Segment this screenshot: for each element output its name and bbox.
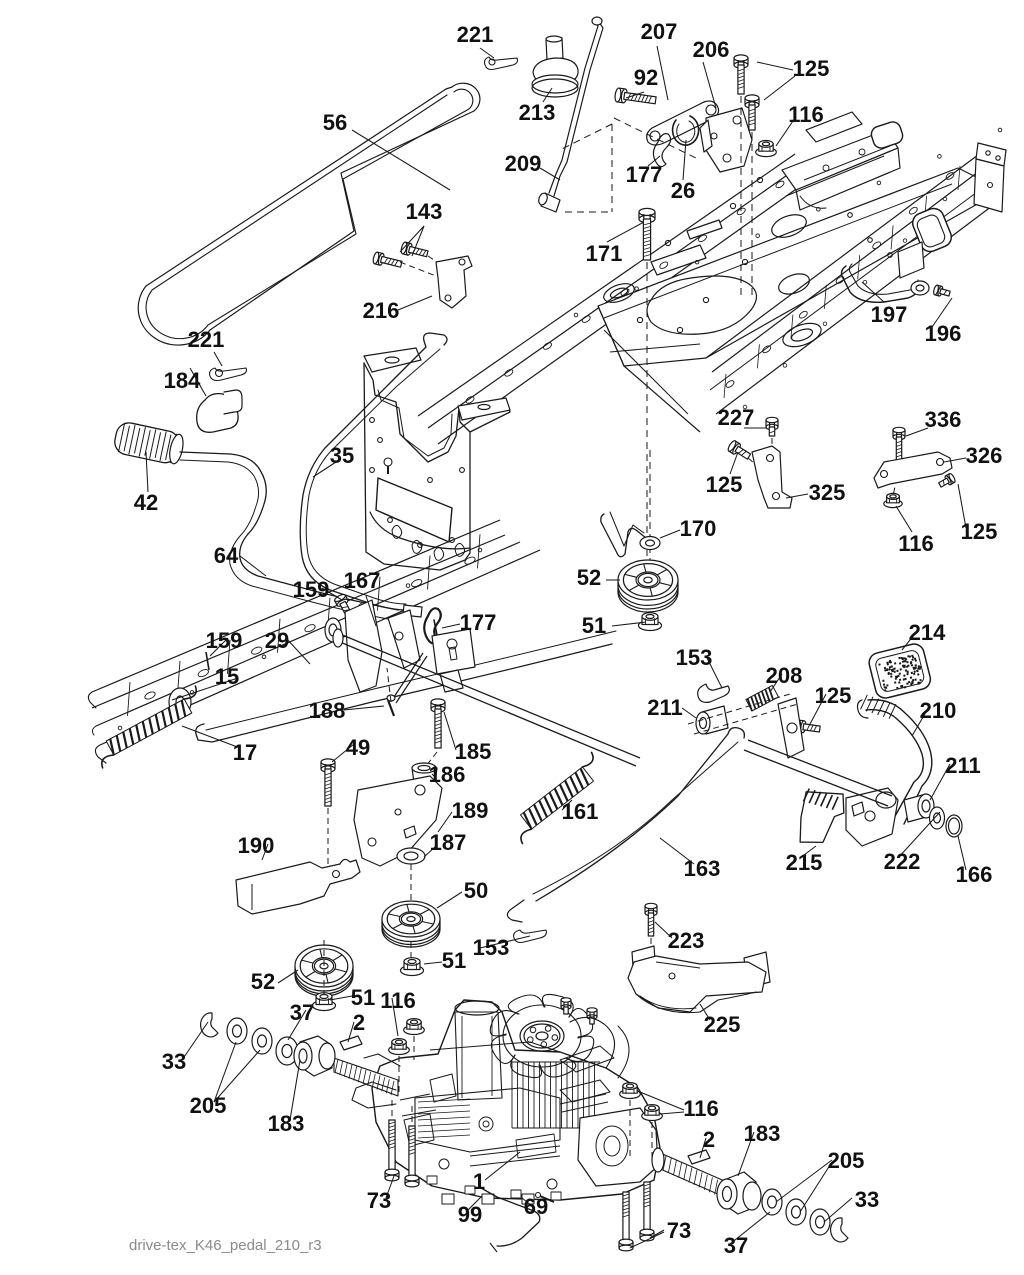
svg-text:drive-tex_K46_pedal_210_r3: drive-tex_K46_pedal_210_r3 bbox=[129, 1237, 322, 1254]
svg-text:99: 99 bbox=[458, 1202, 482, 1227]
svg-text:2: 2 bbox=[703, 1127, 715, 1152]
svg-text:49: 49 bbox=[346, 735, 370, 760]
svg-text:163: 163 bbox=[684, 856, 721, 881]
svg-text:166: 166 bbox=[956, 862, 993, 887]
svg-text:73: 73 bbox=[667, 1218, 691, 1243]
svg-text:125: 125 bbox=[706, 472, 743, 497]
svg-text:223: 223 bbox=[668, 928, 705, 953]
svg-text:159: 159 bbox=[206, 628, 243, 653]
svg-text:170: 170 bbox=[680, 516, 717, 541]
svg-text:33: 33 bbox=[855, 1187, 879, 1212]
svg-text:185: 185 bbox=[455, 739, 492, 764]
svg-text:222: 222 bbox=[884, 849, 921, 874]
svg-text:221: 221 bbox=[457, 22, 494, 47]
svg-text:208: 208 bbox=[766, 663, 803, 688]
svg-text:125: 125 bbox=[961, 519, 998, 544]
svg-text:196: 196 bbox=[925, 321, 962, 346]
svg-text:183: 183 bbox=[744, 1121, 781, 1146]
svg-text:33: 33 bbox=[162, 1049, 186, 1074]
svg-text:52: 52 bbox=[251, 969, 275, 994]
svg-text:153: 153 bbox=[676, 645, 713, 670]
svg-text:51: 51 bbox=[351, 985, 375, 1010]
svg-text:2: 2 bbox=[353, 1010, 365, 1035]
svg-text:125: 125 bbox=[793, 56, 830, 81]
svg-text:51: 51 bbox=[442, 948, 466, 973]
svg-text:227: 227 bbox=[718, 405, 755, 430]
svg-text:29: 29 bbox=[265, 628, 289, 653]
svg-text:336: 336 bbox=[925, 407, 962, 432]
svg-text:37: 37 bbox=[724, 1233, 748, 1258]
svg-text:153: 153 bbox=[473, 935, 510, 960]
svg-text:197: 197 bbox=[871, 302, 908, 327]
svg-text:1: 1 bbox=[473, 1169, 485, 1194]
svg-text:177: 177 bbox=[626, 162, 663, 187]
svg-text:186: 186 bbox=[429, 762, 466, 787]
svg-text:15: 15 bbox=[215, 664, 239, 689]
svg-text:207: 207 bbox=[641, 19, 678, 44]
svg-text:211: 211 bbox=[647, 695, 683, 720]
svg-text:171: 171 bbox=[586, 241, 623, 266]
svg-text:51: 51 bbox=[582, 613, 606, 638]
svg-text:189: 189 bbox=[452, 798, 489, 823]
svg-text:92: 92 bbox=[634, 65, 658, 90]
svg-text:143: 143 bbox=[406, 199, 443, 224]
svg-text:116: 116 bbox=[683, 1096, 719, 1121]
svg-text:325: 325 bbox=[809, 480, 846, 505]
svg-text:26: 26 bbox=[671, 178, 695, 203]
svg-text:167: 167 bbox=[344, 568, 381, 593]
svg-text:116: 116 bbox=[788, 102, 824, 127]
svg-text:35: 35 bbox=[330, 443, 354, 468]
svg-text:17: 17 bbox=[233, 740, 257, 765]
svg-text:190: 190 bbox=[238, 833, 275, 858]
svg-text:205: 205 bbox=[828, 1148, 865, 1173]
svg-text:188: 188 bbox=[309, 698, 346, 723]
svg-text:206: 206 bbox=[693, 37, 730, 62]
svg-text:73: 73 bbox=[367, 1188, 391, 1213]
svg-text:205: 205 bbox=[190, 1093, 227, 1118]
svg-text:210: 210 bbox=[920, 698, 957, 723]
svg-text:125: 125 bbox=[815, 683, 852, 708]
svg-text:215: 215 bbox=[786, 850, 823, 875]
svg-text:42: 42 bbox=[134, 490, 158, 515]
svg-text:116: 116 bbox=[380, 988, 416, 1013]
svg-text:214: 214 bbox=[909, 620, 946, 645]
svg-text:183: 183 bbox=[268, 1111, 305, 1136]
svg-text:69: 69 bbox=[524, 1194, 548, 1219]
svg-text:187: 187 bbox=[430, 830, 467, 855]
svg-text:221: 221 bbox=[188, 327, 225, 352]
svg-text:209: 209 bbox=[505, 151, 542, 176]
svg-text:64: 64 bbox=[214, 543, 239, 568]
svg-text:177: 177 bbox=[460, 610, 497, 635]
svg-text:216: 216 bbox=[363, 298, 400, 323]
svg-text:184: 184 bbox=[164, 368, 201, 393]
svg-text:213: 213 bbox=[519, 100, 556, 125]
svg-text:50: 50 bbox=[464, 878, 488, 903]
svg-text:326: 326 bbox=[966, 443, 1003, 468]
svg-text:37: 37 bbox=[290, 1000, 314, 1025]
svg-text:225: 225 bbox=[704, 1012, 741, 1037]
svg-text:56: 56 bbox=[323, 110, 347, 135]
svg-text:52: 52 bbox=[577, 565, 601, 590]
svg-text:161: 161 bbox=[562, 799, 599, 824]
svg-text:211: 211 bbox=[945, 753, 981, 778]
svg-text:116: 116 bbox=[898, 531, 934, 556]
svg-text:159: 159 bbox=[293, 577, 330, 602]
